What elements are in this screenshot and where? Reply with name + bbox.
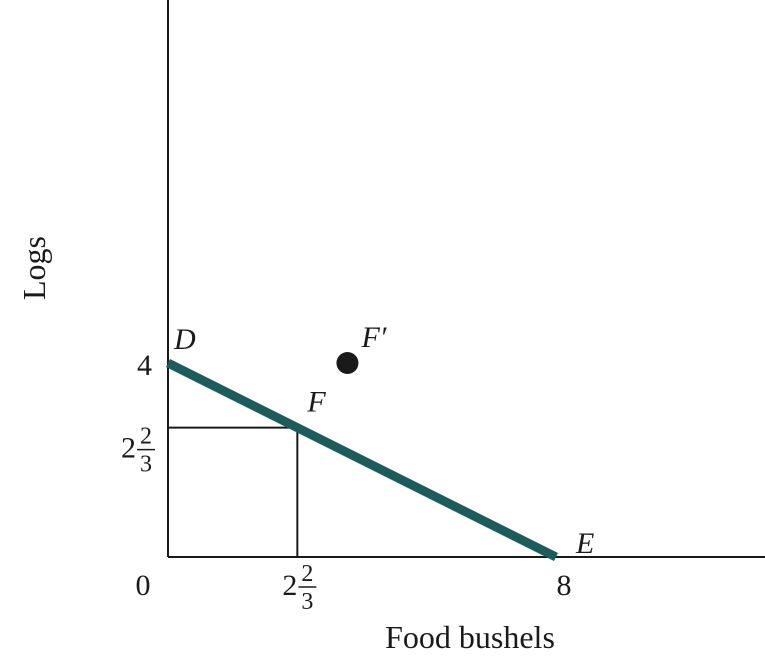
point-marker — [336, 352, 359, 374]
guide-lines — [168, 426, 299, 557]
origin-label: 0 — [136, 569, 151, 602]
point-label: D — [173, 323, 196, 356]
x-axis-label: Food bushels — [385, 619, 555, 655]
series-layer — [165, 358, 559, 562]
tick-denominator: 3 — [301, 589, 313, 615]
tick-numerator: 2 — [140, 424, 152, 450]
y-tick-label: 4 — [137, 349, 152, 382]
tick-numerator: 2 — [301, 561, 313, 587]
x-tick-label: 8 — [557, 569, 572, 602]
tick-whole: 2 — [121, 432, 136, 465]
y-axis-label: Logs — [16, 236, 52, 300]
point-label: F′ — [360, 321, 386, 354]
tick-whole: 2 — [282, 569, 297, 602]
point-label: F — [306, 386, 326, 419]
point-labels: D F F′ E — [173, 321, 594, 560]
tick-denominator: 3 — [140, 452, 152, 478]
tick-value: 8 — [557, 569, 572, 602]
series-line — [165, 358, 559, 562]
point-label: E — [575, 527, 594, 560]
tick-value: 4 — [137, 349, 152, 382]
